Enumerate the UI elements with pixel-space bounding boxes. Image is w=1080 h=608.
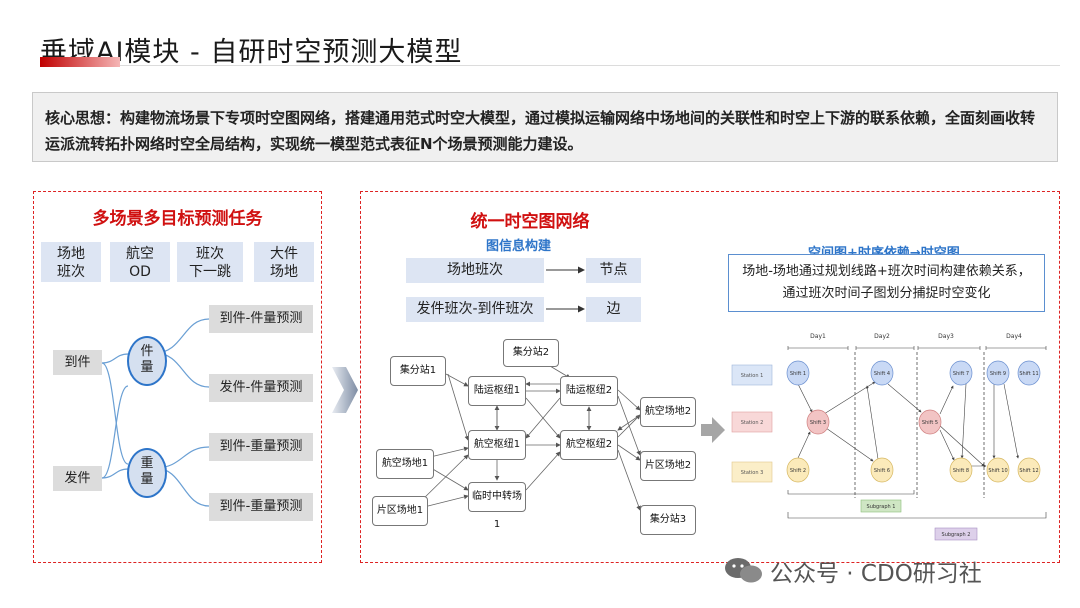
input-arrival: 到件 [53, 350, 102, 375]
station-label: Station 1 [741, 373, 764, 379]
wechat-icon [725, 558, 762, 583]
shift-label: Shift 1 [790, 371, 806, 377]
mapping-to: 边 [586, 297, 641, 322]
network-node: 航空枢纽2 [560, 430, 618, 460]
shift-label: Shift 9 [990, 371, 1006, 377]
day-label: Day1 [810, 333, 826, 340]
station-label: Station 2 [741, 420, 764, 426]
output-box: 到件-重量预测 [209, 493, 313, 521]
network-node: 航空场地1 [376, 449, 434, 479]
shift-label: Shift 2 [790, 468, 806, 474]
shift-node [918, 409, 942, 435]
core-idea-box: 核心思想：构建物流场景下专项时空图网络，搭建通用范式时空大模型，通过模拟运输网络… [32, 92, 1058, 162]
subgraph-badge [934, 527, 978, 541]
output-box: 到件-件量预测 [209, 305, 313, 333]
shift-node [786, 360, 810, 386]
output-box: 发件-件量预测 [209, 374, 313, 402]
scenario-line: OD [129, 264, 151, 280]
watermark-text: 公众号 · CDO研习社 [770, 561, 982, 587]
left-panel-title: 多场景多目标预测任务 [92, 209, 263, 229]
scenario-line: 下一跳 [189, 264, 231, 280]
day-label: Day2 [874, 333, 890, 340]
mapping-from: 场地班次 [406, 258, 544, 283]
shift-label: Shift 12 [1019, 468, 1038, 474]
node-line: 量 [140, 472, 154, 487]
subgraph-label: Subgraph 2 [942, 532, 971, 538]
scenario-pill: 场地 班次 [41, 242, 101, 282]
st-desc-line: 通过班次时间子图划分捕捉时空变化 [782, 286, 991, 301]
shift-node [949, 457, 973, 483]
left-panel [33, 191, 322, 563]
station-label: Station 3 [741, 470, 764, 476]
shift-label: Shift 7 [953, 371, 969, 377]
network-edges [419, 359, 641, 511]
shift-label: Shift 5 [922, 420, 938, 426]
shift-node [786, 457, 810, 483]
shift-node [1017, 457, 1041, 483]
right-panel [360, 191, 1060, 563]
network-node: 航空场地2 [640, 397, 696, 427]
station-row-2 [731, 411, 773, 433]
network-node: 陆运枢纽2 [560, 376, 618, 406]
shift-node [806, 409, 830, 435]
shift-node [870, 457, 894, 483]
st-desc-line: 场地-场地通过规划线路+班次时间构建依赖关系， [742, 264, 1031, 279]
title-divider [120, 65, 1060, 66]
network-node: 航空枢纽1 [468, 430, 526, 460]
scenario-pill: 航空 OD [110, 242, 170, 282]
right-panel-title: 统一时空图网络 [470, 212, 590, 232]
shift-label: Shift 11 [1019, 371, 1038, 377]
graph-info-title: 图信息构建 [486, 239, 552, 254]
shift-label: Shift 8 [953, 468, 969, 474]
title-accent-bar [40, 57, 120, 67]
shift-label: Shift 4 [874, 371, 890, 377]
chevron-right-icon [332, 367, 358, 413]
shift-label: Shift 10 [988, 468, 1007, 474]
network-node: 集分站1 [390, 356, 446, 386]
station-row-3 [731, 461, 773, 483]
shift-label: Shift 3 [810, 420, 826, 426]
day-label: Day3 [938, 333, 954, 340]
scenario-line: 班次 [57, 264, 85, 280]
network-node: 片区场地1 [372, 496, 428, 526]
scenario-line: 航空 [126, 246, 154, 262]
network-node: 片区场地2 [640, 451, 696, 481]
node-line: 件 [140, 344, 154, 359]
arrow-right-icon [701, 417, 725, 443]
mapping-arrows [546, 266, 585, 313]
node-weight: 重 量 [127, 448, 167, 498]
shift-node [986, 457, 1010, 483]
scenario-pill: 大件 场地 [254, 242, 314, 282]
subgraph-label: Subgraph 1 [867, 504, 896, 510]
station-row-1 [731, 364, 773, 386]
spatiotemporal-graph: Day1 Day2 Day3 Day4 Station 1 Station 2 … [731, 333, 1047, 541]
day-label: Day4 [1006, 333, 1022, 340]
scenario-line: 场地 [57, 246, 85, 262]
shift-label: Shift 6 [874, 468, 890, 474]
mapping-to: 节点 [586, 258, 641, 283]
scenario-line: 场地 [270, 264, 298, 280]
scenario-line: 大件 [270, 246, 298, 262]
scenario-line: 班次 [196, 246, 224, 262]
node-piece-volume: 件 量 [127, 336, 167, 386]
scenario-pill: 班次 下一跳 [177, 242, 243, 282]
network-node: 集分站3 [640, 505, 696, 535]
network-node: 集分站2 [503, 339, 559, 367]
node-line: 量 [140, 360, 154, 375]
network-node: 陆运枢纽1 [468, 376, 526, 406]
subgraph-badge [860, 499, 902, 513]
network-node: 临时中转场1 [468, 482, 526, 530]
node-line: 重 [140, 456, 154, 471]
st-description-box: 场地-场地通过规划线路+班次时间构建依赖关系， 通过班次时间子图划分捕捉时空变化 [728, 254, 1045, 312]
mapping-from: 发件班次-到件班次 [406, 297, 544, 322]
shift-node [986, 360, 1010, 386]
shift-node [1017, 360, 1041, 386]
input-dispatch: 发件 [53, 466, 102, 491]
output-box: 到件-重量预测 [209, 433, 313, 461]
shift-node [949, 360, 973, 386]
shift-node [870, 360, 894, 386]
